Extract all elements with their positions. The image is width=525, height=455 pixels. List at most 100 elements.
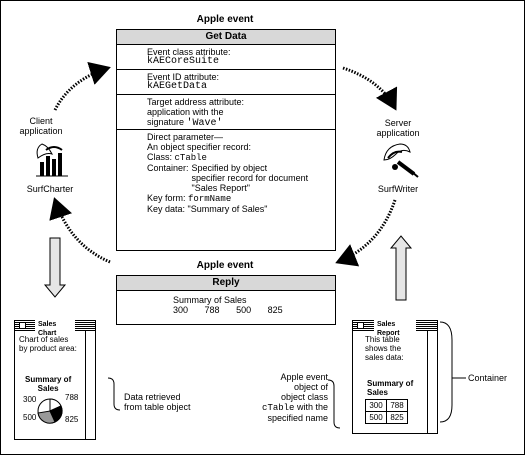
- client-label-1: Client: [29, 116, 53, 126]
- direct-parameter-section: Direct parameter— An object specifier re…: [117, 130, 335, 214]
- target-label-3: signature: [147, 117, 185, 127]
- arrow-server-to-reply: [335, 199, 397, 267]
- apple-event-object-note: Apple event object of object class cTabl…: [262, 372, 328, 423]
- client-label: Client application: [16, 116, 66, 136]
- data-retrieved-1: Data retrieved: [124, 392, 181, 402]
- sales-chart-title: Sales Chart: [35, 320, 75, 338]
- pie-label: 300: [23, 395, 37, 404]
- container-note: Container: [468, 373, 508, 383]
- pie-slice: [37, 410, 56, 424]
- target-signature: 'Wave': [186, 118, 223, 129]
- down-arrow-client: [43, 237, 67, 298]
- table-row: 300 788: [365, 399, 408, 412]
- chart-desc-1: Chart of sales: [19, 335, 69, 344]
- sales-report-titlebar[interactable]: Sales Report: [353, 320, 437, 338]
- surfwriter-icon: [383, 143, 419, 178]
- table-row: 500 825: [365, 411, 408, 424]
- get-data-event-box: Get Data Event class attribute: kAECoreS…: [116, 29, 336, 251]
- keydata-value: "Summary of Sales": [187, 204, 268, 214]
- sales-chart-window: Sales Chart Chart of sales by product ar…: [14, 320, 96, 440]
- ae-object-5: specified name: [267, 413, 328, 423]
- client-label-2: application: [19, 126, 63, 136]
- close-box-icon[interactable]: [19, 322, 26, 329]
- target-label-1: Target address attribute:: [147, 97, 245, 107]
- pie-label: 788: [65, 393, 79, 402]
- surfcharter-label: SurfCharter: [26, 184, 74, 194]
- table-cell: 300: [365, 399, 387, 412]
- table-cell: 825: [386, 411, 408, 424]
- event-class-row: Event class attribute: kAECoreSuite: [117, 45, 335, 70]
- chart-desc-2: by product area:: [19, 344, 77, 353]
- reply-content: Summary of Sales 300 788 500 825: [117, 291, 335, 315]
- chart-heading-2: Sales: [37, 384, 59, 393]
- bracket-apple-event: [327, 379, 341, 429]
- sales-report-heading: Summary of Sales: [367, 379, 413, 397]
- sales-report-desc: This table shows the sales data:: [365, 335, 404, 362]
- data-retrieved-note: Data retrieved from table object: [124, 392, 191, 412]
- up-arrow-server: [389, 235, 413, 301]
- container-label: Container:: [147, 163, 189, 173]
- sales-chart-heading: Summary of Sales: [25, 375, 71, 393]
- specifier-record-label: An object specifier record:: [147, 142, 252, 152]
- container-value-3: "Sales Report": [191, 183, 250, 193]
- target-address-row: Target address attribute: application wi…: [117, 95, 335, 130]
- reply-event-box: Reply Summary of Sales 300 788 500 825: [116, 275, 336, 325]
- report-desc-3: sales data:: [365, 353, 404, 362]
- sales-chart-desc: Chart of sales by product area:: [19, 335, 77, 353]
- pie-label: 500: [23, 413, 37, 422]
- arrow-reply-to-client: [49, 197, 111, 264]
- keyform-label: Key form:: [147, 193, 186, 203]
- report-desc-2: shows the: [365, 344, 402, 353]
- chart-heading-1: Summary of: [25, 375, 72, 384]
- event-id-label: Event ID attribute:: [147, 72, 220, 82]
- server-label: Server application: [372, 118, 424, 138]
- surfcharter-icon: [36, 143, 68, 177]
- arrow-client-to-event: [53, 61, 111, 111]
- event-id-row: Event ID attribute: kAEGetData: [117, 70, 335, 95]
- ae-object-3: object class: [280, 392, 328, 402]
- apple-event-title-top: Apple event: [196, 14, 254, 25]
- class-label: Class:: [147, 152, 173, 162]
- surfwriter-label: SurfWriter: [377, 184, 419, 194]
- event-class-label: Event class attribute:: [147, 47, 231, 57]
- sales-report-title: Sales Report: [374, 320, 416, 338]
- reply-values: 300 788 500 825: [173, 305, 335, 315]
- pie-label: 825: [65, 415, 79, 424]
- close-box-icon[interactable]: [357, 322, 364, 329]
- server-label-1: Server: [384, 118, 412, 128]
- sales-chart-scrollbar[interactable]: [85, 331, 95, 439]
- sales-chart-titlebar[interactable]: Sales Chart: [15, 320, 95, 338]
- event-class-value: kAECoreSuite: [147, 56, 220, 67]
- container-value-2: specifier record for document: [191, 173, 309, 183]
- reply-header: Reply: [117, 276, 335, 291]
- reply-value: 825: [267, 305, 283, 315]
- ae-object-1: Apple event: [280, 372, 328, 382]
- table-cell: 500: [365, 411, 387, 424]
- keyform-value: formName: [188, 194, 232, 204]
- direct-param-label: Direct parameter—: [147, 132, 224, 142]
- apple-event-title-reply: Apple event: [196, 260, 254, 271]
- reply-value: 300: [173, 305, 189, 315]
- reply-value: 788: [204, 305, 220, 315]
- ae-object-2: object of: [293, 382, 328, 392]
- target-label-2: application with the: [147, 107, 224, 117]
- pie-chart: [37, 398, 63, 424]
- report-heading-2: Sales: [367, 388, 388, 397]
- bracket-container: [439, 321, 453, 423]
- reply-value: 500: [236, 305, 252, 315]
- container-value-1: Specified by object: [191, 163, 268, 173]
- class-value: cTable: [174, 153, 207, 163]
- arrow-event-to-server: [342, 66, 398, 111]
- sales-table: 300 788 500 825: [365, 399, 408, 424]
- server-label-2: application: [376, 128, 420, 138]
- data-retrieved-2: from table object: [124, 402, 191, 412]
- sales-report-scrollbar[interactable]: [427, 331, 437, 433]
- table-cell: 788: [386, 399, 408, 412]
- sales-report-window: Sales Report This table shows the sales …: [352, 320, 438, 434]
- ae-object-4: with the: [296, 402, 328, 412]
- reply-line-1: Summary of Sales: [173, 295, 247, 305]
- report-desc-1: This table: [365, 335, 400, 344]
- keydata-label: Key data:: [147, 204, 186, 214]
- ae-object-class: cTable: [262, 403, 295, 413]
